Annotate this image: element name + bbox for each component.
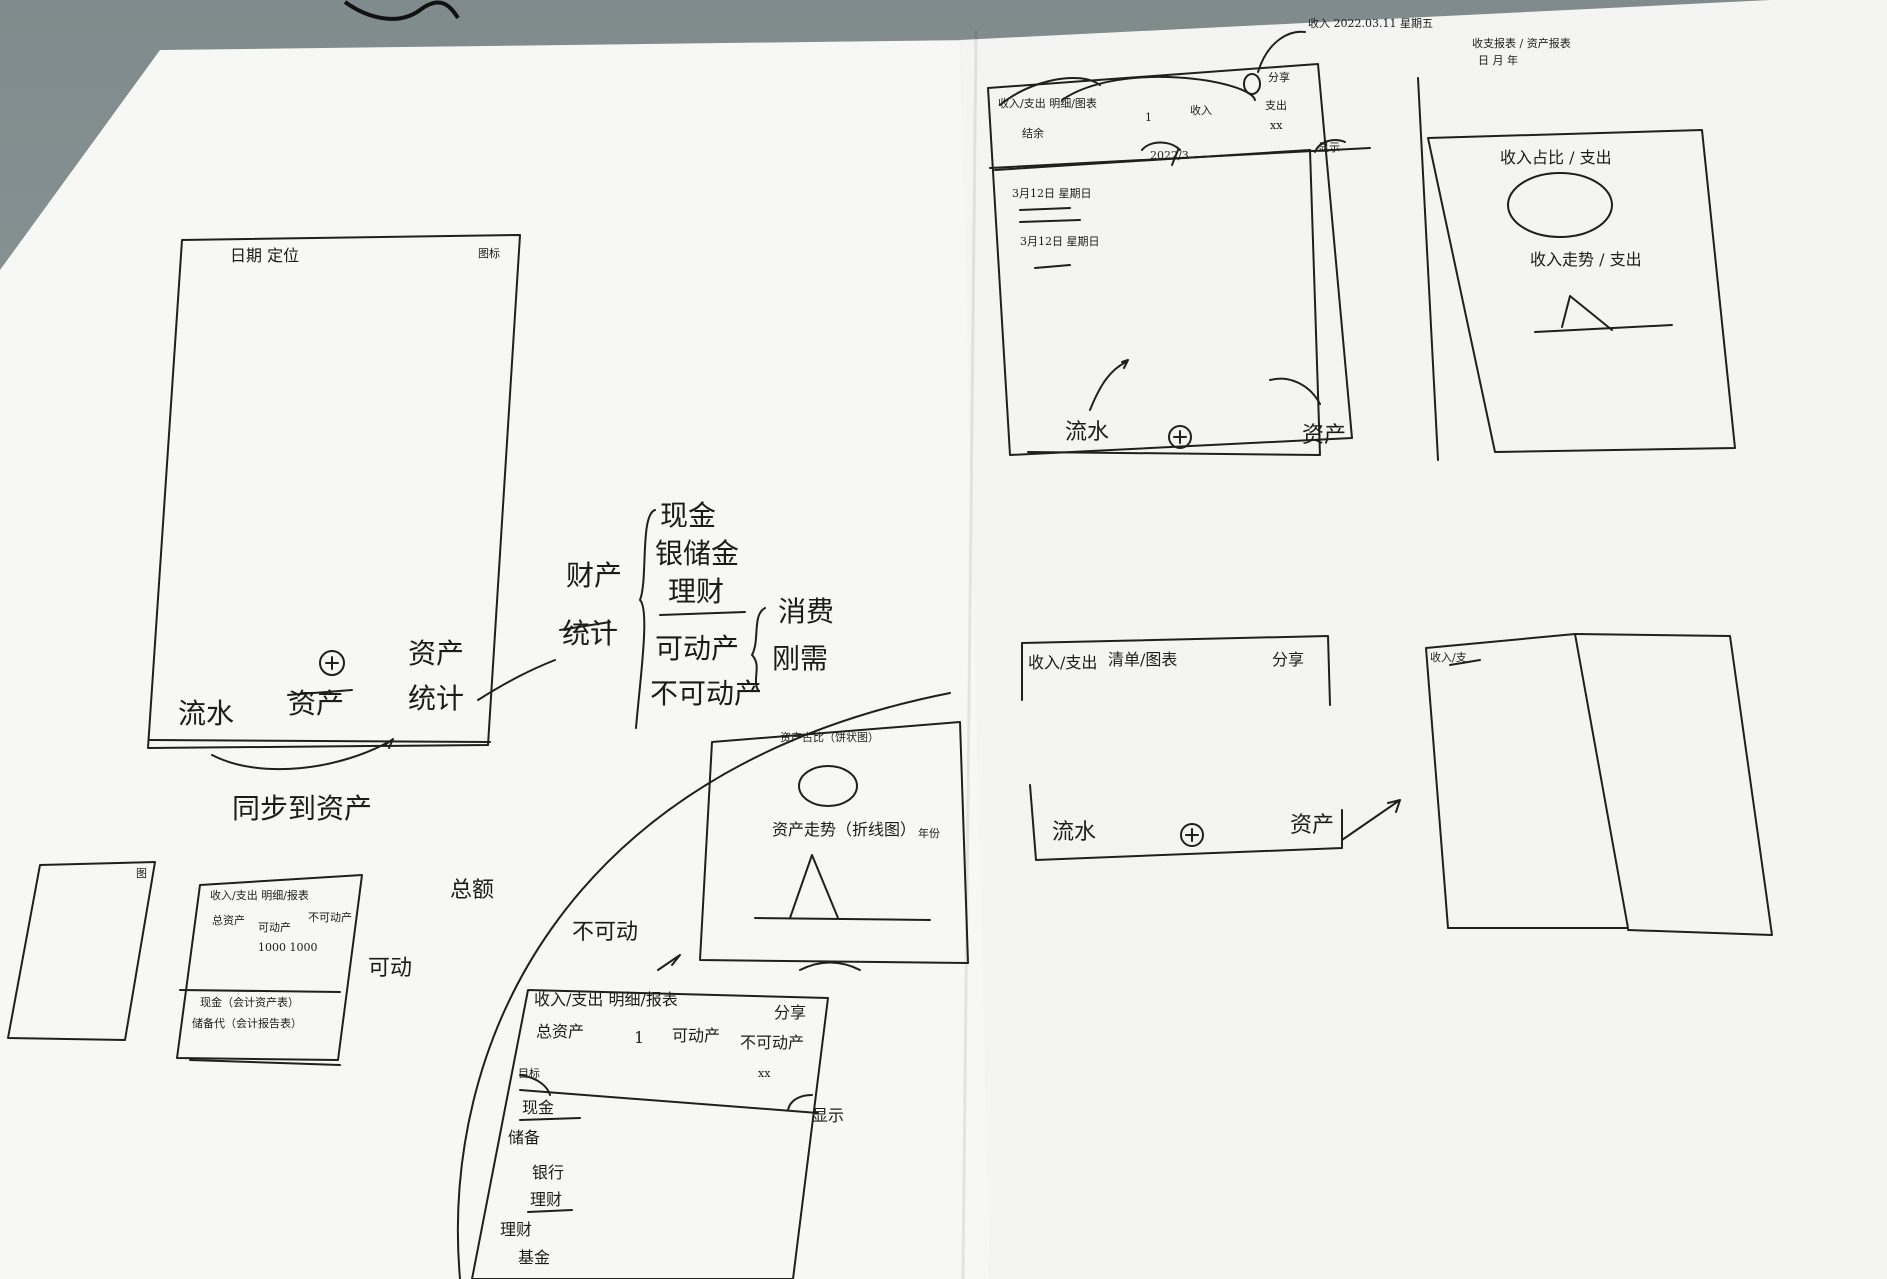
chart-panel-title2: 资产走势（折线图） — [772, 820, 917, 839]
summary-kedong: 可动 — [368, 956, 413, 981]
small-panel-row2a: 总资产 — [212, 914, 245, 927]
small-panel-values: 1000 1000 — [258, 941, 318, 954]
asset-detail-jijin: 基金 — [518, 1248, 551, 1267]
asset-detail-share: 分享 — [774, 1003, 807, 1022]
frame-flow-header: 收入/支出 明细/图表 — [998, 97, 1097, 110]
asset-tree-budong: 不可动产 — [650, 677, 763, 710]
chart-panel-title1: 资产占比（饼状图） — [780, 731, 879, 744]
small-panel-row2b: 可动产 — [258, 921, 291, 934]
line-chart-icon — [789, 854, 839, 919]
asset-detail-total: 总资产 — [536, 1022, 585, 1041]
frame-main-bottom — [149, 739, 491, 743]
small-panel-row3: 现金（会计资产表） — [200, 996, 299, 1009]
frame-main-tab-zichan: 资产 — [408, 637, 465, 670]
frame-flow-note-sub: 日 月 年 — [1478, 54, 1518, 67]
summary-budong: 不可动 — [572, 920, 639, 945]
frame-flow-outer — [987, 63, 1353, 456]
frame-lower-nav-liushui: 流水 — [1052, 820, 1097, 845]
frame-flow-row2: 3月12日 星期日 — [1020, 235, 1100, 248]
frame-asset-detail — [471, 989, 829, 1279]
frame-small-panel — [176, 874, 363, 1061]
summary-zonge: 总额 — [450, 878, 495, 903]
asset-detail-kedong: 可动产 — [672, 1026, 721, 1045]
asset-detail-xianshi: 显示 — [812, 1106, 845, 1125]
frame-flow-shouru: 收入 — [1190, 104, 1212, 117]
frame-lower-right — [1425, 633, 1629, 929]
frame-flow-note-report: 收支报表 / 资产报表 — [1472, 37, 1571, 50]
pie-chart-right-icon — [1507, 172, 1613, 238]
asset-tree-licai: 理财 — [668, 575, 725, 608]
brace-main — [635, 509, 656, 729]
line-chart-right-icon — [1561, 295, 1613, 331]
frame-lower-plus — [1180, 823, 1204, 847]
asset-detail-xianjin: 现金 — [522, 1098, 555, 1117]
asset-tree-caizhan: 财产 — [566, 559, 623, 592]
big-arc — [456, 692, 951, 1279]
frame-flow-fenxiang: 分享 — [1268, 71, 1290, 84]
asset-tree-tongji-struck: 统计 — [562, 617, 619, 650]
frame-chart-panel — [699, 721, 969, 964]
asset-tree-xiaofei: 消费 — [778, 595, 835, 628]
small-panel-row2c: 不可动产 — [308, 911, 352, 924]
frame-flow-date-label: 结余 — [1022, 127, 1044, 140]
paper-sheet-right — [960, 0, 1887, 1279]
frame-lower-header-a: 收入/支出 — [1028, 653, 1098, 672]
frame-main-tab-tongji: 统计 — [408, 682, 465, 715]
sync-arrow — [211, 739, 393, 771]
asset-detail-licai2: 理财 — [500, 1220, 533, 1239]
frame-flow-nav-zichan: 资产 — [1302, 423, 1347, 448]
frame-small-left — [7, 861, 156, 1041]
frame-lower-share: 分享 — [1272, 650, 1305, 669]
small-panel-icon: 图 — [136, 867, 147, 880]
frame-main-top-left: 日期 定位 — [230, 246, 300, 265]
frame-lower-nav-zichan: 资产 — [1290, 813, 1335, 838]
chart-right-title1: 收入占比 / 支出 — [1500, 148, 1612, 167]
asset-detail-licai: 理财 — [530, 1190, 563, 1209]
frame-main-outline — [147, 234, 521, 749]
asset-detail-header: 收入/支出 明细/报表 — [534, 990, 678, 1009]
frame-flow-nav-liushui: 流水 — [1065, 420, 1110, 445]
asset-tree-yinchu: 银储金 — [655, 537, 740, 570]
asset-detail-chubei: 储备 — [508, 1128, 541, 1147]
asset-tree-xianjin: 现金 — [660, 499, 717, 532]
brace-sub — [751, 607, 766, 691]
frame-main-tab-zichan-struck: 资产 — [288, 687, 345, 720]
asset-detail-mubiao: 目标 — [518, 1067, 540, 1080]
paper-sheet-left — [0, 40, 990, 1279]
frame-main-top-right: 图标 — [478, 247, 500, 260]
frame-lower-right-header: 收入/支 — [1430, 651, 1467, 664]
frame-flow-row1: 3月12日 星期日 — [1012, 187, 1092, 200]
frame-lower-header-b: 清单/图表 — [1108, 650, 1178, 669]
frame-flow-one: 1 — [1145, 111, 1152, 124]
small-panel-row1: 收入/支出 明细/报表 — [210, 889, 309, 902]
asset-detail-yinhang: 银行 — [532, 1163, 565, 1182]
frame-main-plus — [319, 650, 345, 676]
frame-lower — [1021, 635, 1331, 706]
asset-tree-kedong: 可动产 — [655, 632, 740, 665]
asset-detail-xx: xx — [758, 1067, 771, 1080]
cable-icon — [343, 0, 460, 21]
chart-panel-suffix: 年份 — [918, 827, 940, 840]
frame-chart-right — [1427, 129, 1736, 453]
frame-main-tab-liushui: 流水 — [178, 697, 235, 730]
asset-tree-gangxu: 刚需 — [772, 642, 829, 675]
frame-flow-xx: xx — [1270, 119, 1283, 132]
asset-detail-budong: 不可动产 — [740, 1033, 805, 1052]
asset-detail-one: 1 — [634, 1028, 645, 1047]
frame-flow-xianshi: 显示 — [1318, 141, 1340, 154]
pie-chart-icon — [798, 765, 858, 807]
frame-flow-note-top: 收入 2022.03.11 星期五 — [1308, 17, 1433, 30]
frame-flow-plus — [1168, 425, 1192, 449]
chart-right-title2: 收入走势 / 支出 — [1530, 250, 1642, 269]
small-panel-row4: 储备代（会计报告表） — [192, 1017, 302, 1030]
frame-flow-zhichu: 支出 — [1265, 99, 1287, 112]
sync-note: 同步到资产 — [232, 792, 373, 825]
frame-flow-date-chip: 2022/3 — [1150, 149, 1189, 162]
